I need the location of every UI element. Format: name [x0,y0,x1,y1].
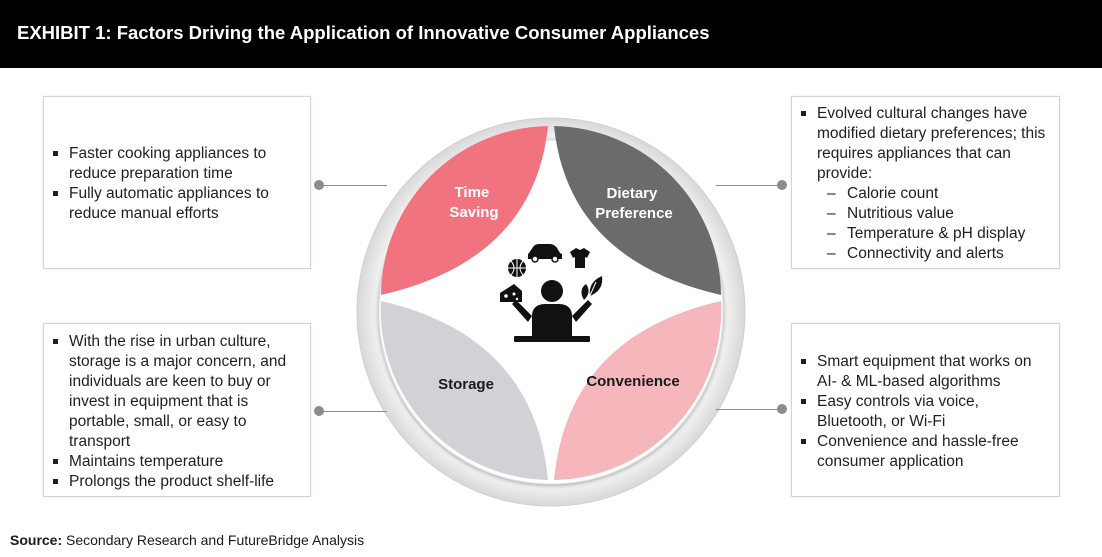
sub-bullet-item: –Calorie count [827,185,939,202]
segment-dietary-preference [554,126,721,295]
bullet-item: Maintains temperature [44,452,310,472]
connector-dietary-preference [716,185,782,186]
bullet-item: Fully automatic appliances to reduce man… [44,184,310,224]
label-dietary-preference: Dietary Preference [595,185,673,222]
box-convenience: Smart equipment that works on AI- & ML-b… [791,323,1060,497]
label-convenience: Convenience [586,373,679,390]
bullet-item: Smart equipment that works on AI- & ML-b… [792,352,1059,392]
cheese-icon [500,284,522,302]
sub-bullet-item: –Connectivity and alerts [827,245,1004,262]
segment-time-saving [381,126,548,295]
basketball-icon [508,259,526,277]
connector-dot-storage [314,406,324,416]
bullet-item: Faster cooking appliances to reduce prep… [44,144,310,184]
segment-storage [380,301,548,480]
tshirt-icon [570,248,590,268]
label-time-saving: Time Saving [449,184,498,221]
bullet-item: With the rise in urban culture, storage … [44,332,310,452]
connector-dot-dietary-preference [777,180,787,190]
connector-dot-convenience [777,404,787,414]
box-time-saving: Faster cooking appliances to reduce prep… [43,96,311,269]
source-text: Secondary Research and FutureBridge Anal… [66,532,365,548]
exhibit-title: EXHIBIT 1: Factors Driving the Applicati… [17,22,710,43]
sub-bullet-item: –Nutritious value [827,205,954,222]
source-label: Source: [10,532,63,548]
bullet-item: Convenience and hassle-free consumer app… [792,432,1059,472]
car-icon [528,244,562,263]
segment-convenience [554,301,722,480]
header-bar: EXHIBIT 1: Factors Driving the Applicati… [0,0,1102,68]
source-note: Source: Secondary Research and FutureBri… [10,532,364,548]
connector-convenience [716,409,782,410]
connector-time-saving [321,185,387,186]
person-juggling-icon [512,280,592,342]
bullet-item: Prolongs the product shelf-life [44,472,310,492]
leaf-icon [581,276,603,301]
connector-dot-time-saving [314,180,324,190]
connector-storage [321,411,387,412]
label-storage: Storage [438,376,494,393]
bullet-item: Easy controls via voice, Bluetooth, or W… [792,392,1059,432]
bullet-item: Evolved cultural changes have modified d… [792,104,1059,184]
sub-bullet-item: –Temperature & pH display [827,225,1026,242]
box-dietary-preference: Evolved cultural changes have modified d… [791,96,1060,269]
box-storage: With the rise in urban culture, storage … [43,323,311,497]
